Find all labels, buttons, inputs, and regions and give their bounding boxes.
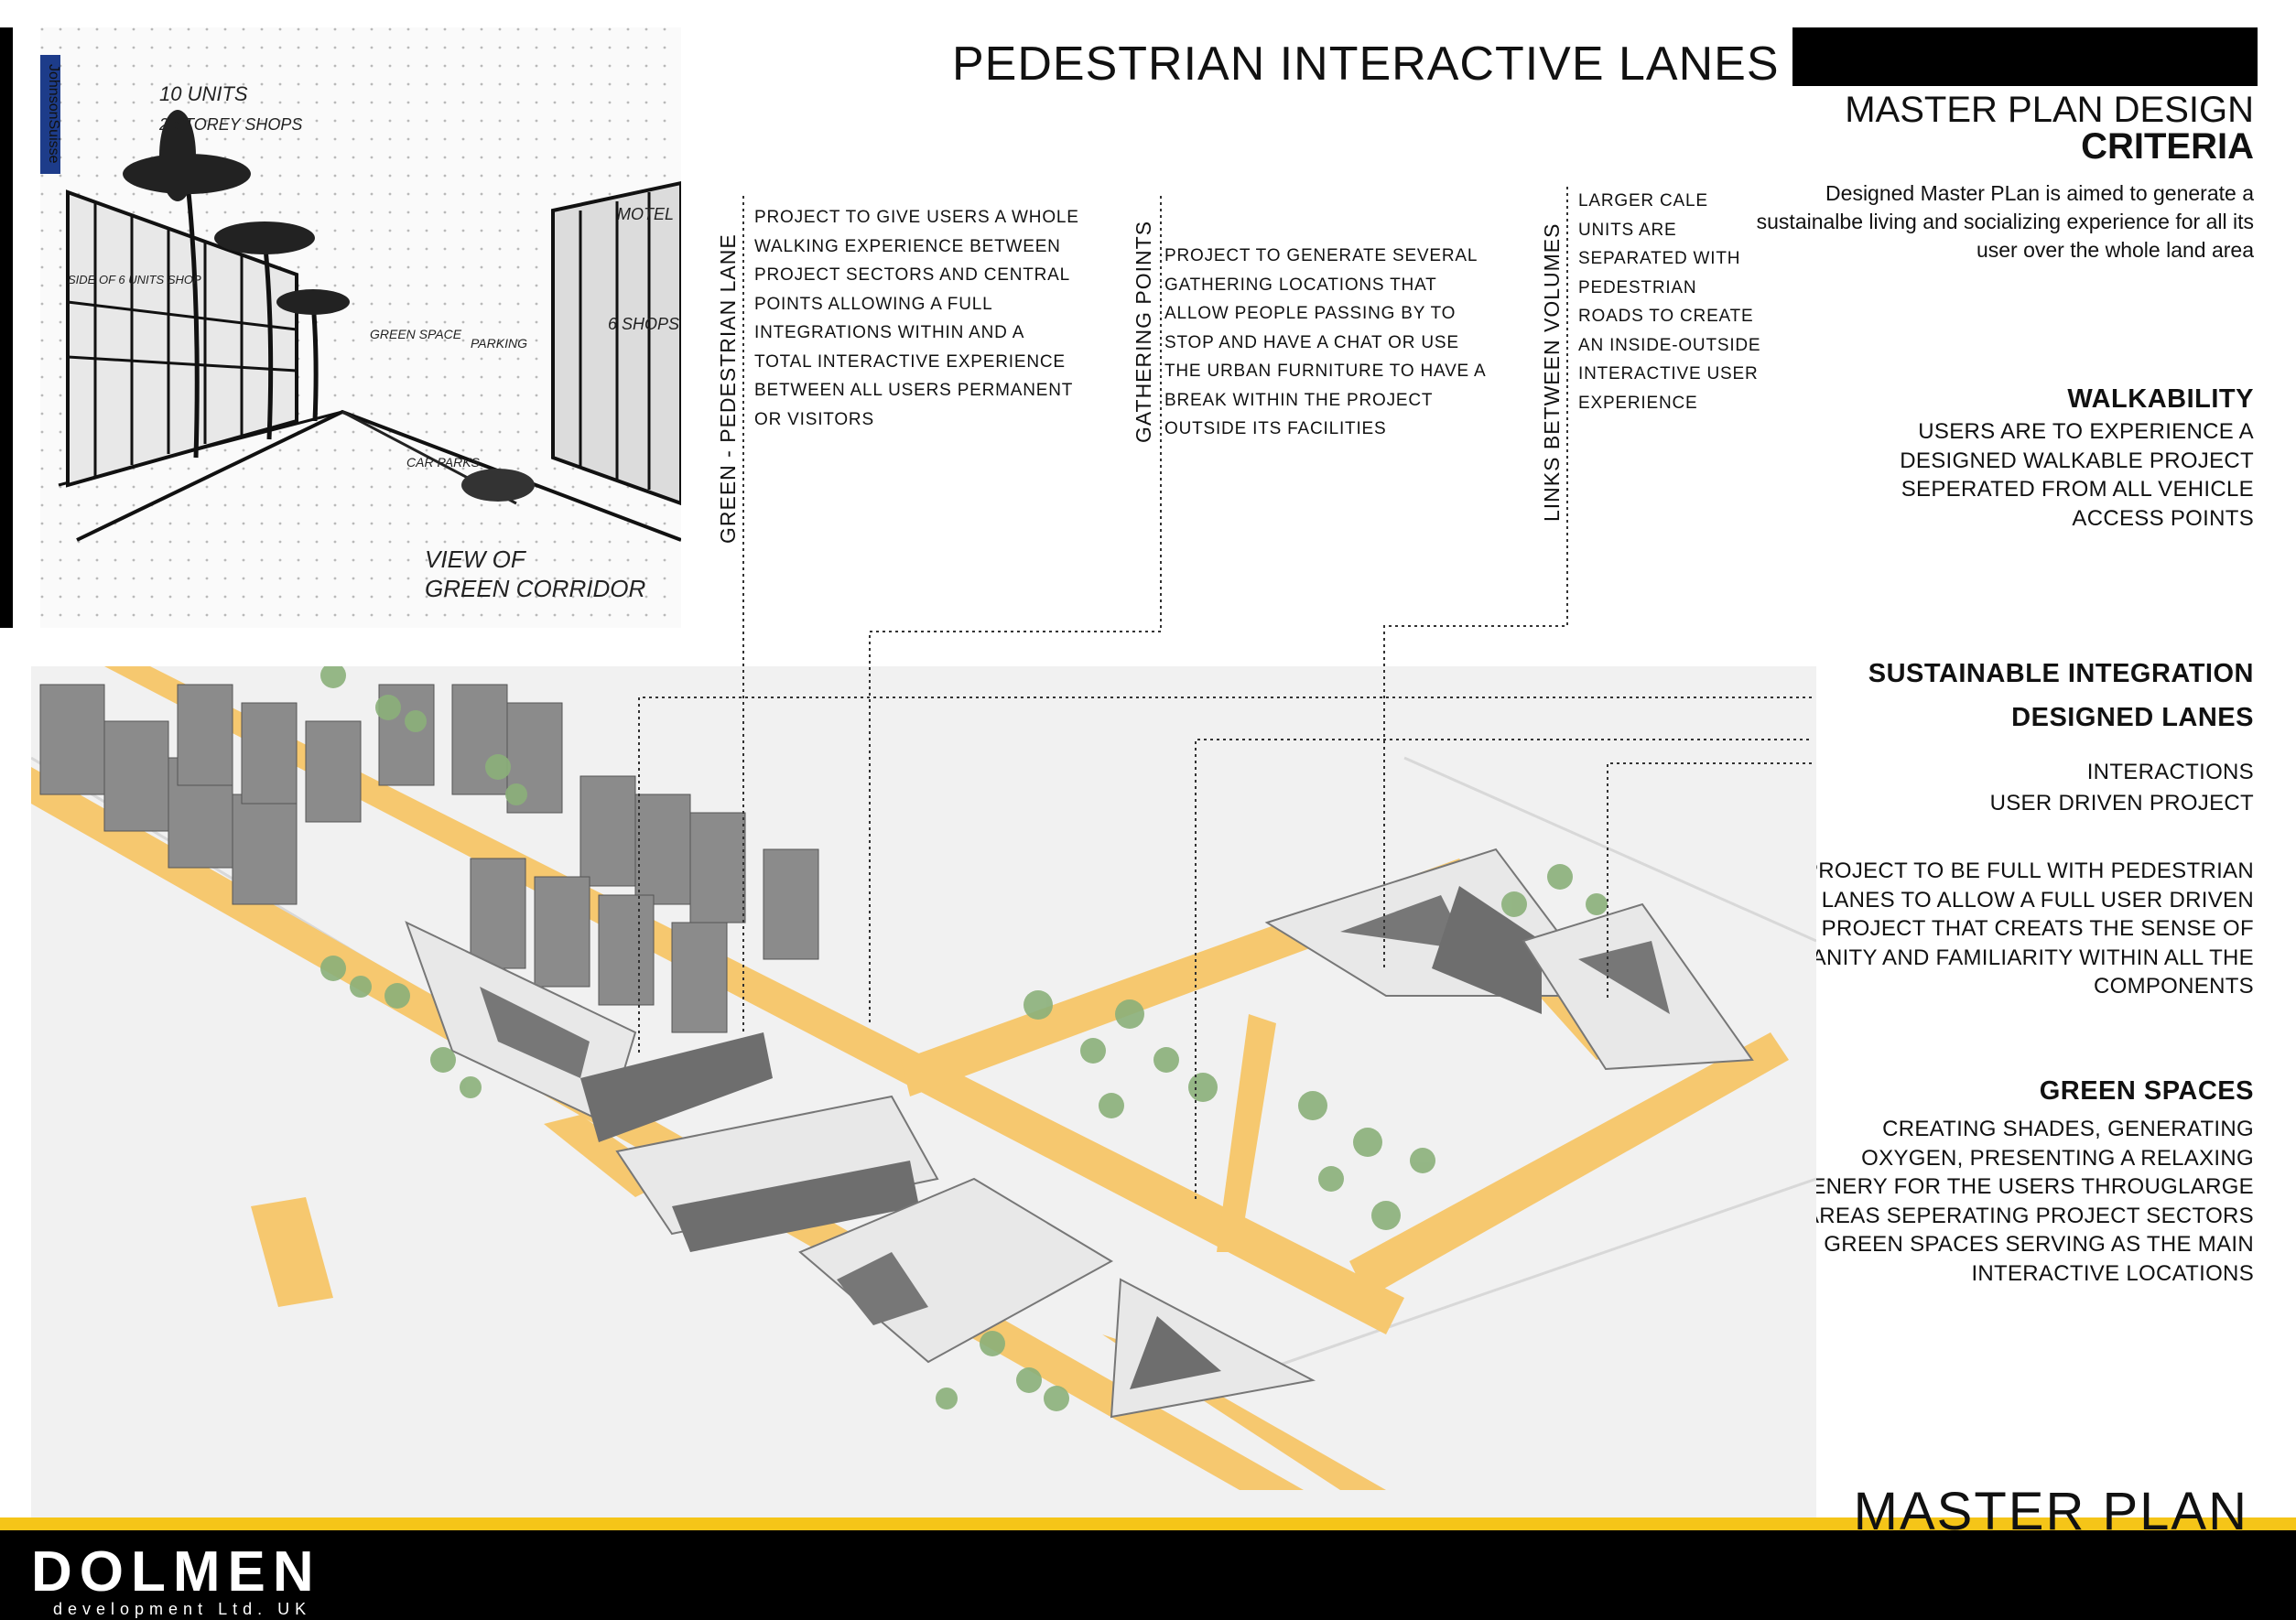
project-body: PROJECT TO BE FULL WITH PEDESTRIAN LANES… (1760, 859, 2254, 999)
sketch-note-8: SIDE OF 6 UNITS SHOP (68, 273, 201, 286)
sketch-note-5: GREEN SPACE (370, 327, 462, 341)
sketch-drawing: 10 UNITS 2 STOREY SHOPS MOTEL 6 SHOPS GR… (40, 27, 681, 628)
criteria-title-line1: MASTER PLAN DESIGN (1845, 90, 2254, 130)
master-plan-diagram (30, 663, 1817, 1517)
sketch-note-9: VIEW OF (425, 545, 527, 573)
sketch-note-2: 2 STOREY SHOPS (158, 115, 302, 134)
plan-drawing (30, 663, 1817, 1517)
walkability-heading: WALKABILITY (2067, 384, 2254, 414)
criteria-title-line2: CRITERIA (2081, 126, 2254, 167)
gathering-text: PROJECT TO GENERATE SEVERAL GATHERING LO… (1164, 246, 1486, 438)
sustainable-heading: SUSTAINABLE INTEGRATION (1868, 659, 2254, 688)
criteria-body: Designed Master PLan is aimed to generat… (1756, 181, 2254, 262)
sketch-image: 10 UNITS 2 STOREY SHOPS MOTEL 6 SHOPS GR… (40, 27, 681, 628)
title-black-bar (1792, 27, 2258, 86)
walkability-body: USERS ARE TO EXPERIENCE A DESIGNED WALKA… (1900, 419, 2254, 531)
sketch-note-10: GREEN CORRIDOR (425, 575, 645, 602)
left-black-bar (0, 27, 13, 628)
footer-stripe (0, 1517, 2296, 1530)
sketch-note-6: PARKING (471, 336, 527, 351)
lanes-heading: DESIGNED LANES (2011, 703, 2254, 732)
dolmen-logo: DOLMEN (31, 1540, 321, 1604)
footer-bar (0, 1530, 2296, 1620)
criteria-title: MASTER PLAN DESIGN CRITERIA (1741, 92, 2254, 165)
dolmen-logo-subtitle: development Ltd. UK (53, 1600, 312, 1618)
sketch-note-4: 6 SHOPS (608, 315, 679, 333)
green-spaces-heading: GREEN SPACES (2039, 1076, 2254, 1106)
links-text: LARGER CALE UNITS ARE SEPARATED WITH PED… (1578, 191, 1761, 413)
page-title: PEDESTRIAN INTERACTIVE LANES (952, 38, 1780, 91)
sketch-note-7: CAR PARKS (406, 455, 481, 470)
green-spaces-body: CREATING SHADES, GENERATING OXYGEN, PRES… (1780, 1117, 2254, 1286)
sketch-note-3: MOTEL (617, 205, 674, 223)
green-lane-text: PROJECT TO GIVE USERS A WHOLE WALKING EX… (754, 208, 1079, 429)
interactions-label: INTERACTIONS (2086, 760, 2254, 784)
sketch-brand: JohnsonSuisse (46, 64, 61, 164)
sketch-note-1: 10 UNITS (159, 82, 248, 105)
user-driven-label: USER DRIVEN PROJECT (1989, 791, 2254, 815)
leader-lines (638, 187, 1813, 1199)
